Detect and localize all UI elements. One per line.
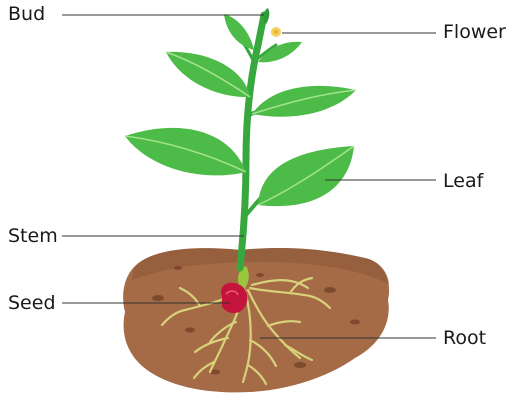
label-leaf: Leaf bbox=[443, 172, 483, 191]
soil-speck bbox=[294, 362, 306, 368]
leaf-top-left bbox=[224, 14, 254, 50]
label-root: Root bbox=[443, 329, 486, 348]
label-seed: Seed bbox=[8, 294, 56, 313]
label-flower: Flower bbox=[443, 23, 506, 42]
label-bud: Bud bbox=[8, 5, 45, 24]
soil-speck bbox=[324, 287, 336, 293]
leaf-right-upper bbox=[252, 86, 356, 117]
flower-center bbox=[274, 30, 278, 34]
flower-shape bbox=[271, 27, 281, 37]
soil-speck bbox=[350, 320, 360, 325]
soil-speck bbox=[152, 295, 164, 301]
soil-speck bbox=[185, 328, 195, 333]
stem-main bbox=[240, 15, 264, 268]
soil-speck bbox=[256, 273, 264, 277]
leaf-left-middle bbox=[125, 128, 246, 176]
bud-shape bbox=[263, 8, 269, 24]
leaf-left-upper bbox=[166, 52, 250, 97]
soil-speck bbox=[174, 266, 182, 270]
bud-tip bbox=[263, 8, 269, 24]
leaves bbox=[125, 14, 356, 206]
label-stem: Stem bbox=[8, 227, 58, 246]
